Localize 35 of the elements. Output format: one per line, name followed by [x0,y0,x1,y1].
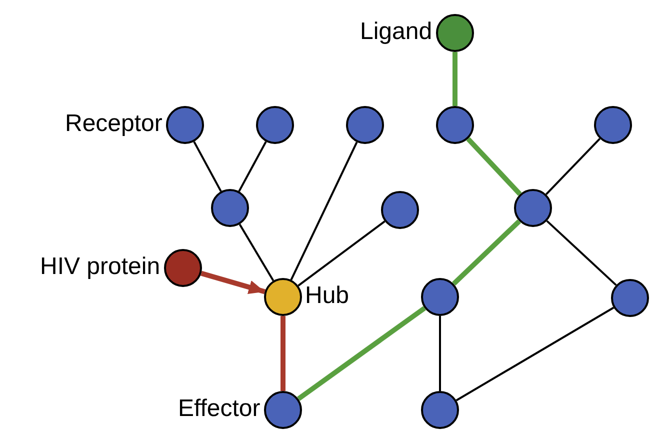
circle-node [264,278,302,316]
circle-node [381,191,419,229]
node-label: Ligand [360,18,432,46]
connector-line [296,306,426,401]
circle-node [594,106,632,144]
connector-line [452,219,521,286]
connector-line [298,220,386,286]
circle-node [436,106,474,144]
connector-line [193,141,222,192]
circle-node [346,106,384,144]
connector-line [439,316,441,391]
circle-node [211,189,249,227]
circle-node [421,391,459,429]
circle-node [421,278,459,316]
connector-line [545,138,601,196]
connector-line [238,224,274,282]
node-label: Effector [178,395,260,423]
node-label: HIV protein [40,253,160,281]
connector-line [452,52,458,106]
connector-line [238,141,267,192]
circle-node [164,249,202,287]
node-label: Receptor [65,110,162,138]
circle-node [264,391,302,429]
arrow [200,270,266,294]
connector-line [546,220,617,286]
node-label: Hub [305,282,350,310]
circle-node [436,14,474,52]
connector-line [280,316,286,391]
connector-line [466,137,522,196]
circle-node [514,189,552,227]
circle-node [611,279,649,317]
connector-line [290,142,358,280]
circle-node [256,106,294,144]
circle-node [166,106,204,144]
connector-line [456,306,614,402]
